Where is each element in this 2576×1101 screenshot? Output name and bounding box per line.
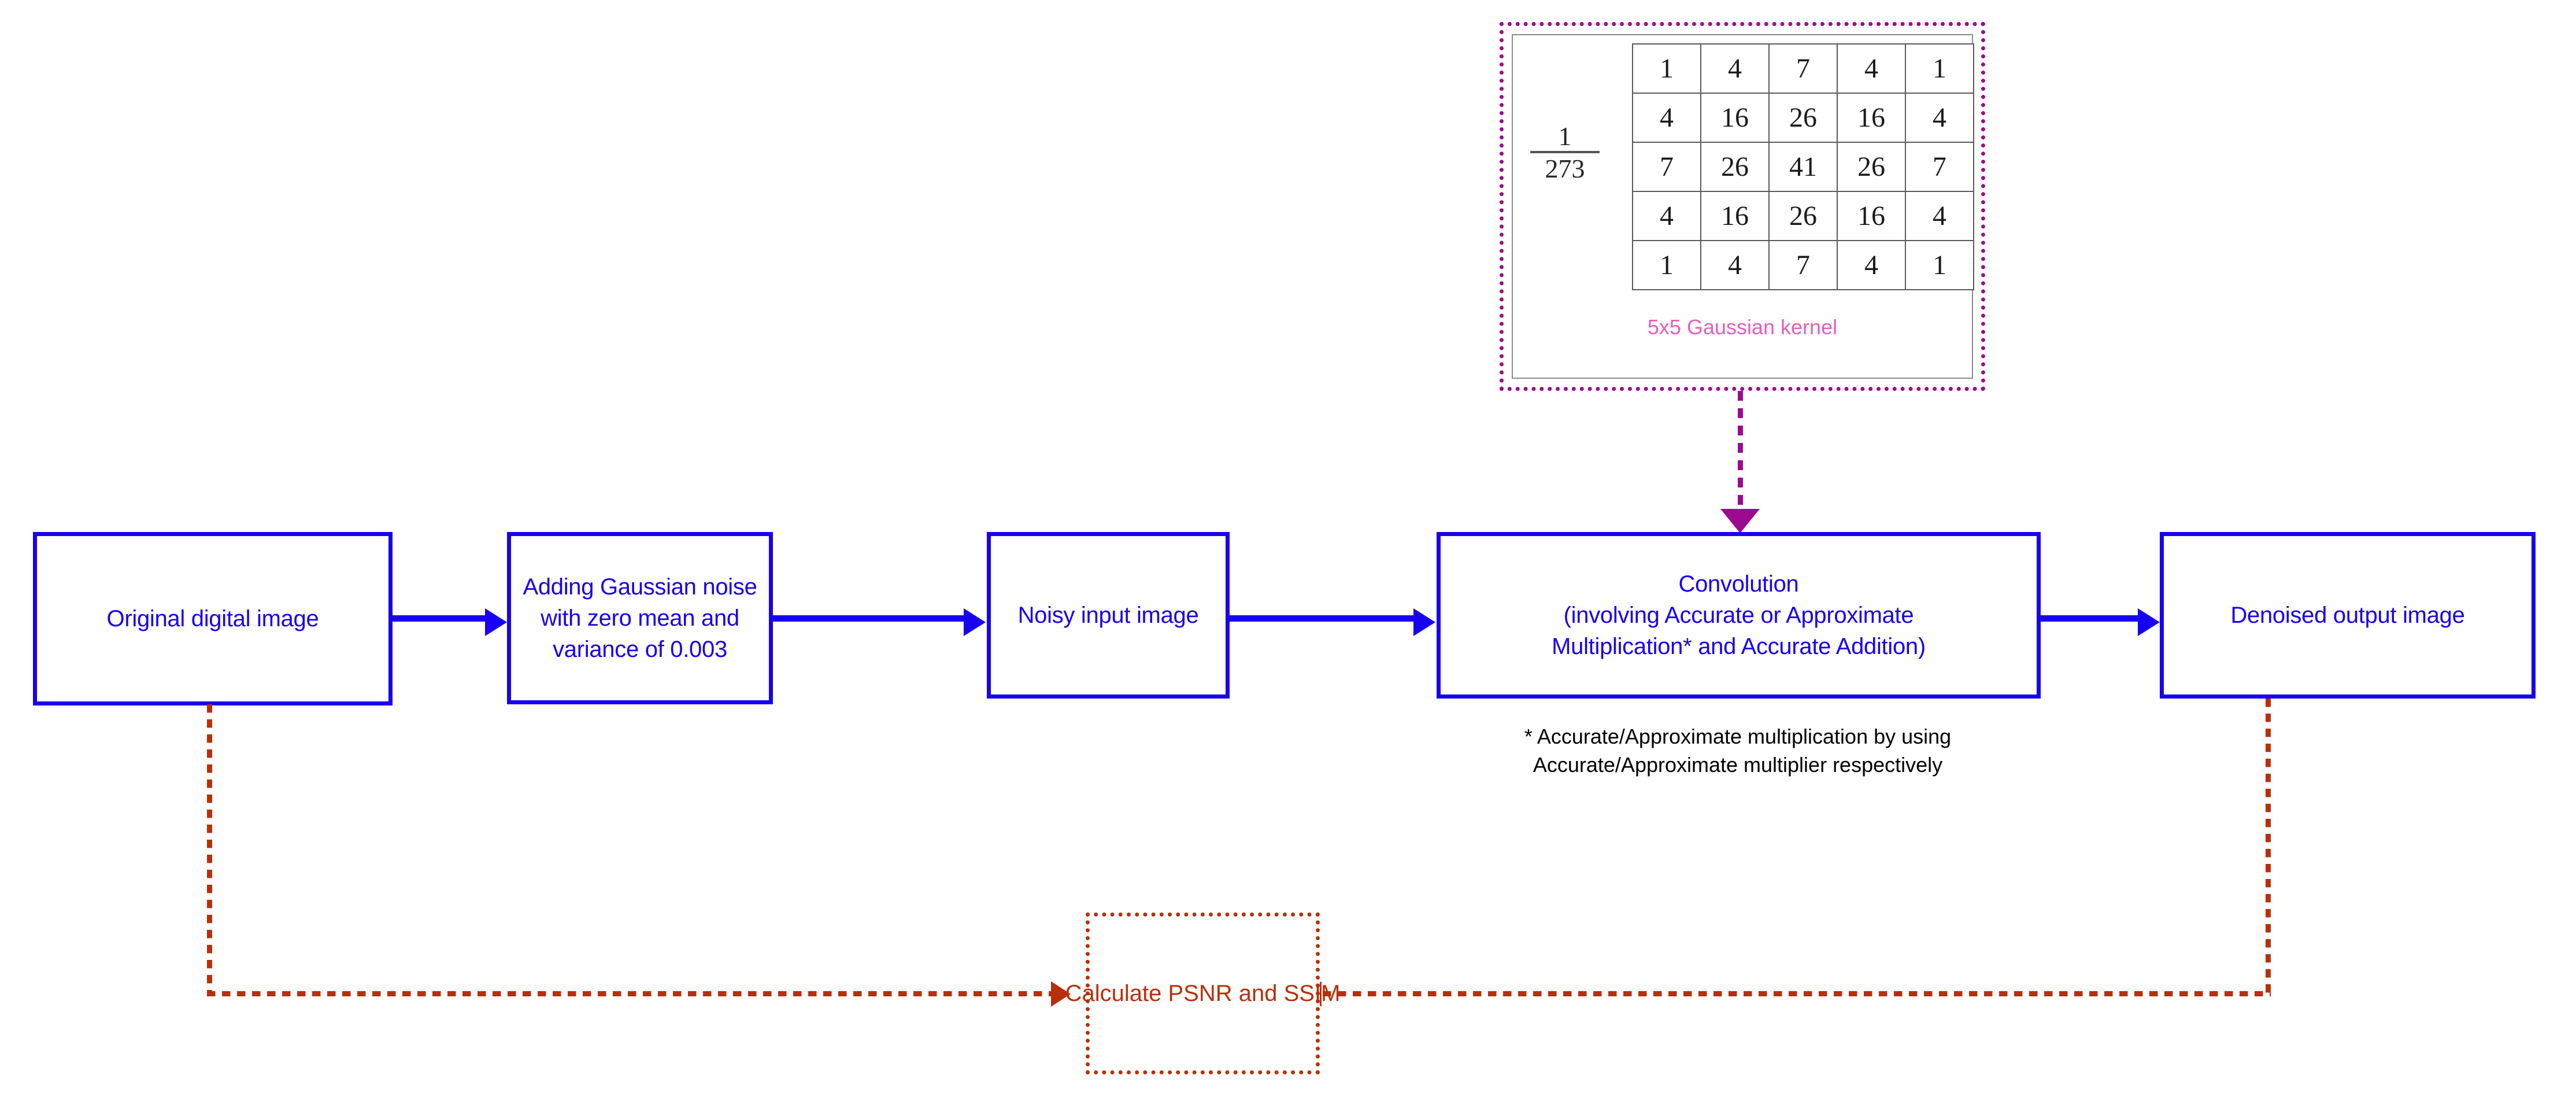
kernel-cell: 41 <box>1768 142 1838 192</box>
feedback-line-original-horizontal <box>207 991 1057 996</box>
kernel-scale-fraction: 1 273 <box>1530 123 1600 182</box>
kernel-cell: 4 <box>1837 43 1906 94</box>
kernel-cell: 4 <box>1905 93 1974 143</box>
connector-noisy-to-convolution <box>1230 615 1415 622</box>
feedback-arrowhead-into-evaluation-left <box>1051 981 1071 1007</box>
table-row: 4 16 26 16 4 <box>1632 93 1974 143</box>
process-box-add-noise[interactable]: Adding Gaussian noise with zero mean and… <box>507 532 773 704</box>
kernel-cell: 16 <box>1837 93 1906 143</box>
process-box-noisy-image[interactable]: Noisy input image <box>987 532 1230 699</box>
process-label-add-noise: Adding Gaussian noise with zero mean and… <box>523 574 757 662</box>
kernel-cell: 1 <box>1632 240 1701 290</box>
connector-noisy-to-convolution-arrowhead <box>1413 608 1435 636</box>
kernel-cell: 26 <box>1768 93 1838 143</box>
feedback-line-denoised-vertical <box>2266 699 2271 993</box>
feedback-line-denoised-horizontal <box>1323 991 2271 996</box>
table-row: 1 4 7 4 1 <box>1632 240 1974 290</box>
gaussian-kernel-matrix: 1 4 7 4 1 4 16 26 16 4 7 26 41 26 <box>1632 43 1974 290</box>
process-label-noisy-image: Noisy input image <box>1017 603 1199 628</box>
kernel-to-convolution-connector <box>1738 391 1743 509</box>
table-row: 1 4 7 4 1 <box>1632 43 1974 94</box>
feedback-line-original-vertical <box>207 704 212 993</box>
kernel-cell: 16 <box>1700 191 1770 241</box>
connector-original-to-noise <box>393 615 486 622</box>
kernel-cell: 16 <box>1700 93 1770 143</box>
kernel-cell: 4 <box>1632 93 1701 143</box>
kernel-cell: 1 <box>1905 43 1974 94</box>
multiplication-footnote: * Accurate/Approximate multiplication by… <box>1524 725 1952 777</box>
kernel-cell: 26 <box>1700 142 1770 192</box>
kernel-cell: 26 <box>1837 142 1906 192</box>
kernel-cell: 26 <box>1768 191 1838 241</box>
kernel-cell: 7 <box>1905 142 1974 192</box>
kernel-cell: 4 <box>1632 191 1701 241</box>
kernel-cell: 7 <box>1768 43 1838 94</box>
kernel-cell: 1 <box>1905 240 1974 290</box>
kernel-cell: 4 <box>1905 191 1974 241</box>
process-label-denoised-image: Denoised output image <box>2230 603 2465 628</box>
kernel-cell: 4 <box>1700 43 1770 94</box>
connector-convolution-to-denoised <box>2041 615 2139 622</box>
kernel-scale-numerator: 1 <box>1558 121 1572 151</box>
kernel-to-convolution-arrowhead <box>1720 509 1760 533</box>
connector-noise-to-noisy <box>773 615 965 622</box>
kernel-cell: 7 <box>1632 142 1701 192</box>
kernel-scale-denominator: 273 <box>1545 154 1585 183</box>
fraction-bar <box>1530 151 1600 153</box>
connector-original-to-noise-arrowhead <box>485 608 507 636</box>
evaluation-label: Calculate PSNR and SSIM <box>1065 980 1341 1006</box>
kernel-cell: 7 <box>1768 240 1838 290</box>
kernel-cell: 4 <box>1700 240 1770 290</box>
kernel-caption: 5x5 Gaussian kernel <box>1647 315 1838 339</box>
process-box-convolution[interactable]: Convolution (involving Accurate or Appro… <box>1437 532 2041 699</box>
process-label-original-image: Original digital image <box>106 606 319 631</box>
connector-convolution-to-denoised-arrowhead <box>2138 608 2160 636</box>
kernel-cell: 4 <box>1837 240 1906 290</box>
table-row: 7 26 41 26 7 <box>1632 142 1974 192</box>
process-box-denoised-image[interactable]: Denoised output image <box>2160 532 2536 699</box>
table-row: 4 16 26 16 4 <box>1632 191 1974 241</box>
connector-noise-to-noisy-arrowhead <box>964 608 986 636</box>
kernel-cell: 1 <box>1632 43 1701 94</box>
gaussian-kernel-panel: 1 273 1 4 7 4 1 4 16 26 16 4 <box>1500 22 1985 391</box>
evaluation-box-psnr-ssim[interactable]: Calculate PSNR and SSIM <box>1065 912 1340 1074</box>
kernel-cell: 16 <box>1837 191 1906 241</box>
process-box-original-image[interactable]: Original digital image <box>33 532 393 705</box>
process-label-convolution: Convolution (involving Accurate or Appro… <box>1552 571 1926 659</box>
